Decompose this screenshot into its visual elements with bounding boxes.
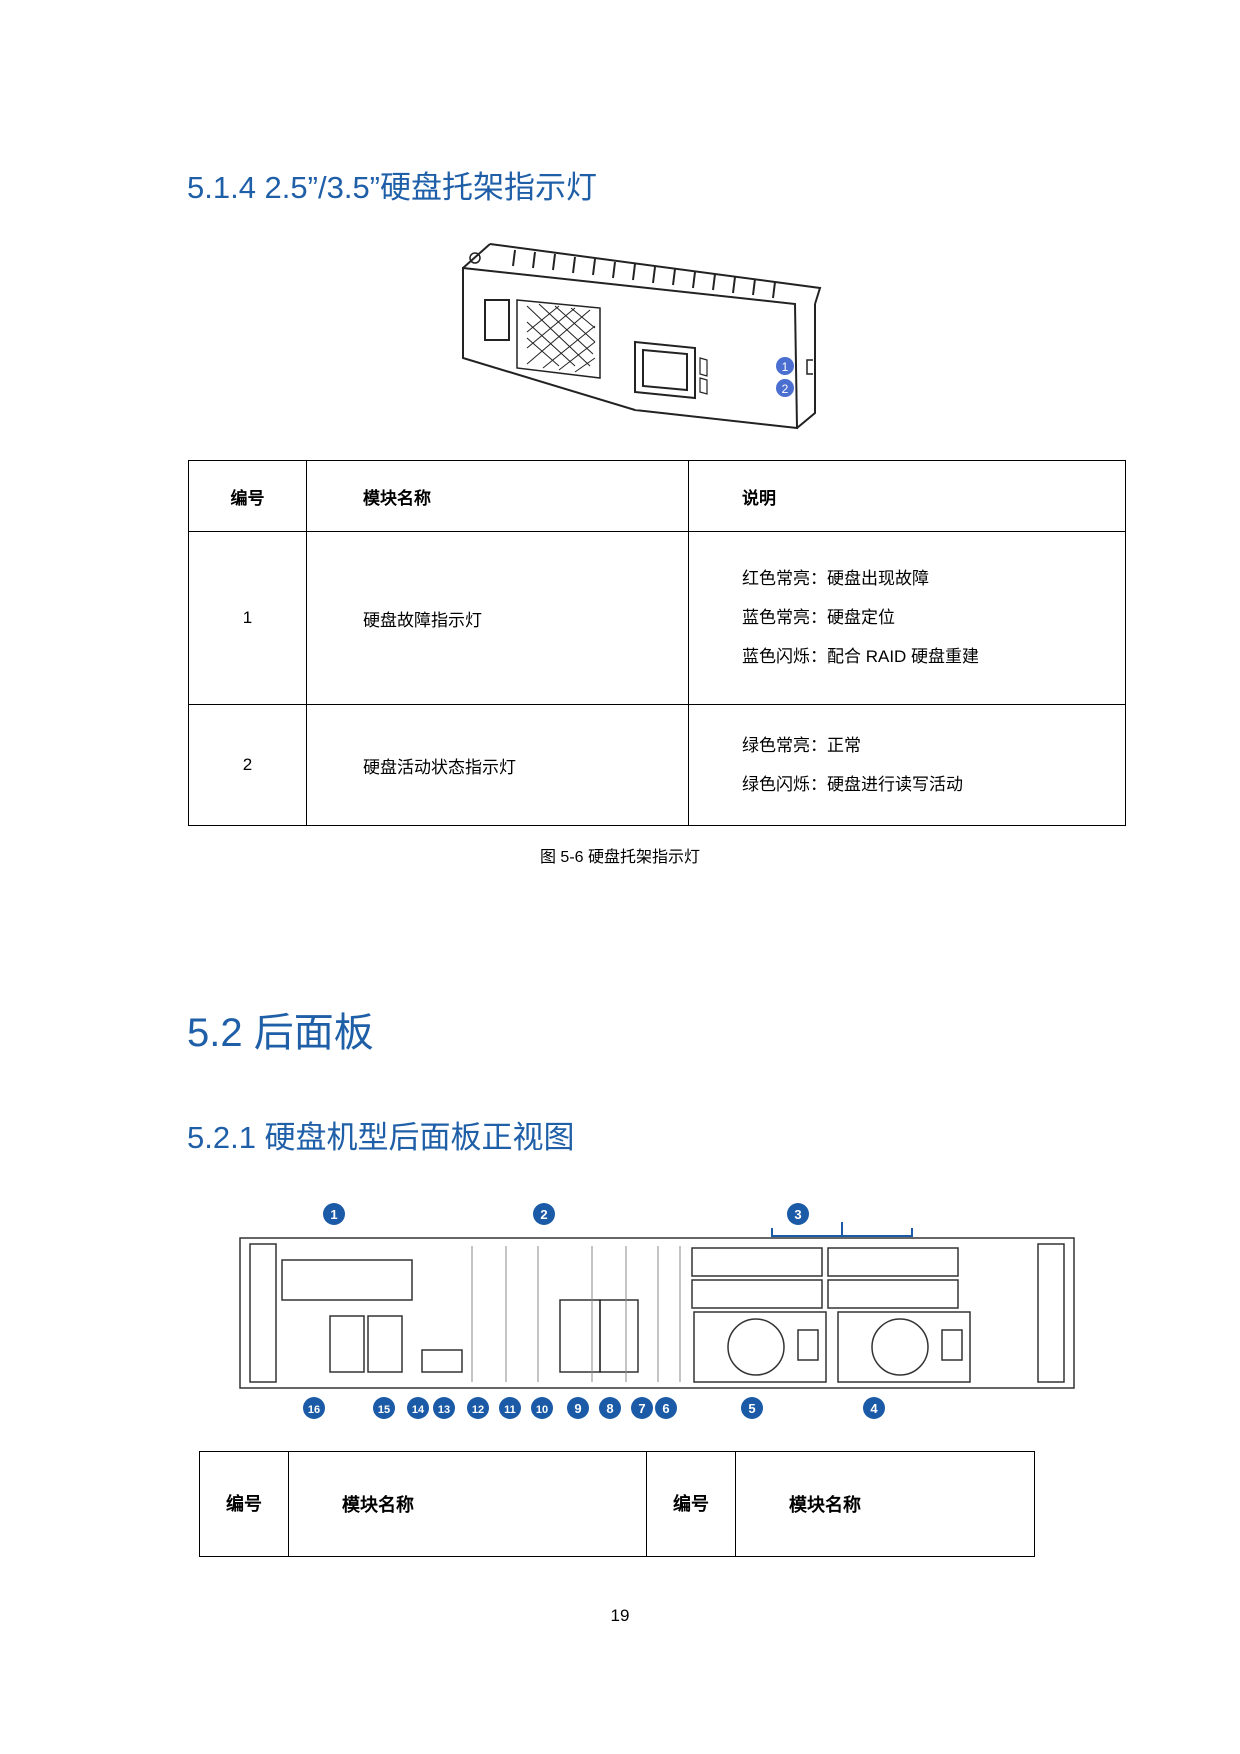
row-id: 2: [188, 704, 307, 826]
svg-text:10: 10: [536, 1404, 548, 1416]
header-id: 编号: [188, 460, 307, 532]
header-id: 编号: [199, 1451, 289, 1557]
figure-caption: 图 5-6 硬盘托架指示灯: [539, 849, 701, 866]
desc-line: 蓝色常亮：硬盘定位: [742, 608, 895, 627]
desc-line: 红色常亮：硬盘出现故障: [742, 569, 929, 588]
svg-text:13: 13: [438, 1404, 450, 1416]
svg-text:4: 4: [870, 1401, 878, 1416]
table-header-row: 编号 模块名称 说明: [188, 460, 1126, 532]
desc-line: 绿色常亮：正常: [742, 735, 861, 755]
svg-text:9: 9: [574, 1401, 581, 1416]
drive-caddy-illustration: 1 2: [462, 243, 822, 430]
desc-line: 蓝色闪烁：配合 RAID 硬盘重建: [742, 647, 980, 666]
page-number: 19: [610, 1606, 630, 1625]
svg-text:3: 3: [794, 1207, 801, 1222]
desc-line: 绿色闪烁：硬盘进行读写活动: [742, 774, 963, 794]
table-header-row: 编号 模块名称 编号 模块名称: [199, 1451, 1035, 1557]
svg-text:1: 1: [782, 360, 789, 374]
header-module-name: 模块名称: [735, 1451, 1035, 1557]
section-heading-5-2: 5.2 后面板: [187, 1011, 374, 1055]
header-description: 说明: [688, 460, 1126, 532]
callout-6-icon: 6: [655, 1397, 677, 1419]
svg-text:2: 2: [782, 382, 789, 396]
row-module-name: 硬盘故障指示灯: [306, 531, 689, 705]
svg-text:16: 16: [308, 1404, 320, 1416]
callout-1-icon: 1: [323, 1203, 345, 1225]
svg-text:15: 15: [378, 1404, 390, 1416]
section-heading-5-1-4: 5.1.4 2.5”/3.5”硬盘托架指示灯: [187, 170, 598, 205]
callout-9-icon: 9: [567, 1397, 589, 1419]
rear-panel-table: 编号 模块名称 编号 模块名称: [199, 1451, 1035, 1557]
callout-14-icon: 14: [407, 1397, 429, 1419]
svg-text:1: 1: [330, 1207, 337, 1222]
callout-13-icon: 13: [433, 1397, 455, 1419]
header-module-name: 模块名称: [306, 460, 689, 532]
callout-5-icon: 5: [741, 1397, 763, 1419]
svg-text:7: 7: [638, 1401, 645, 1416]
svg-text:12: 12: [472, 1404, 484, 1416]
callout-15-icon: 15: [373, 1397, 395, 1419]
callout-8-icon: 8: [599, 1397, 621, 1419]
callout-10-icon: 10: [531, 1397, 553, 1419]
drive-led-table: 编号 模块名称 说明 1 硬盘故障指示灯 红色常亮：硬盘出现故障 蓝色常亮：硬盘…: [188, 460, 1126, 826]
row-description: 绿色常亮：正常 绿色闪烁：硬盘进行读写活动: [688, 704, 1126, 826]
svg-text:6: 6: [662, 1401, 669, 1416]
svg-text:5: 5: [748, 1401, 755, 1416]
section-heading-5-2-1: 5.2.1 硬盘机型后面板正视图: [187, 1120, 575, 1155]
row-module-name: 硬盘活动状态指示灯: [306, 704, 689, 826]
table-row: 1 硬盘故障指示灯 红色常亮：硬盘出现故障 蓝色常亮：硬盘定位 蓝色闪烁：配合 …: [188, 531, 1126, 705]
svg-text:2: 2: [540, 1207, 547, 1222]
callout-12-icon: 12: [467, 1397, 489, 1419]
callout-4-icon: 4: [863, 1397, 885, 1419]
svg-text:8: 8: [606, 1401, 613, 1416]
row-id: 1: [188, 531, 307, 705]
header-module-name: 模块名称: [288, 1451, 647, 1557]
svg-text:11: 11: [504, 1404, 516, 1416]
callout-11-icon: 11: [499, 1397, 521, 1419]
callout-2-icon: 2: [776, 379, 794, 397]
callout-16-icon: 16: [303, 1397, 325, 1419]
callout-1-icon: 1: [776, 357, 794, 375]
callout-2-icon: 2: [533, 1203, 555, 1225]
callout-7-icon: 7: [631, 1397, 653, 1419]
svg-text:14: 14: [412, 1404, 425, 1416]
row-description: 红色常亮：硬盘出现故障 蓝色常亮：硬盘定位 蓝色闪烁：配合 RAID 硬盘重建: [688, 531, 1126, 705]
callout-3-icon: 3: [787, 1203, 809, 1225]
table-row: 2 硬盘活动状态指示灯 绿色常亮：正常 绿色闪烁：硬盘进行读写活动: [188, 704, 1126, 826]
header-id: 编号: [646, 1451, 736, 1557]
